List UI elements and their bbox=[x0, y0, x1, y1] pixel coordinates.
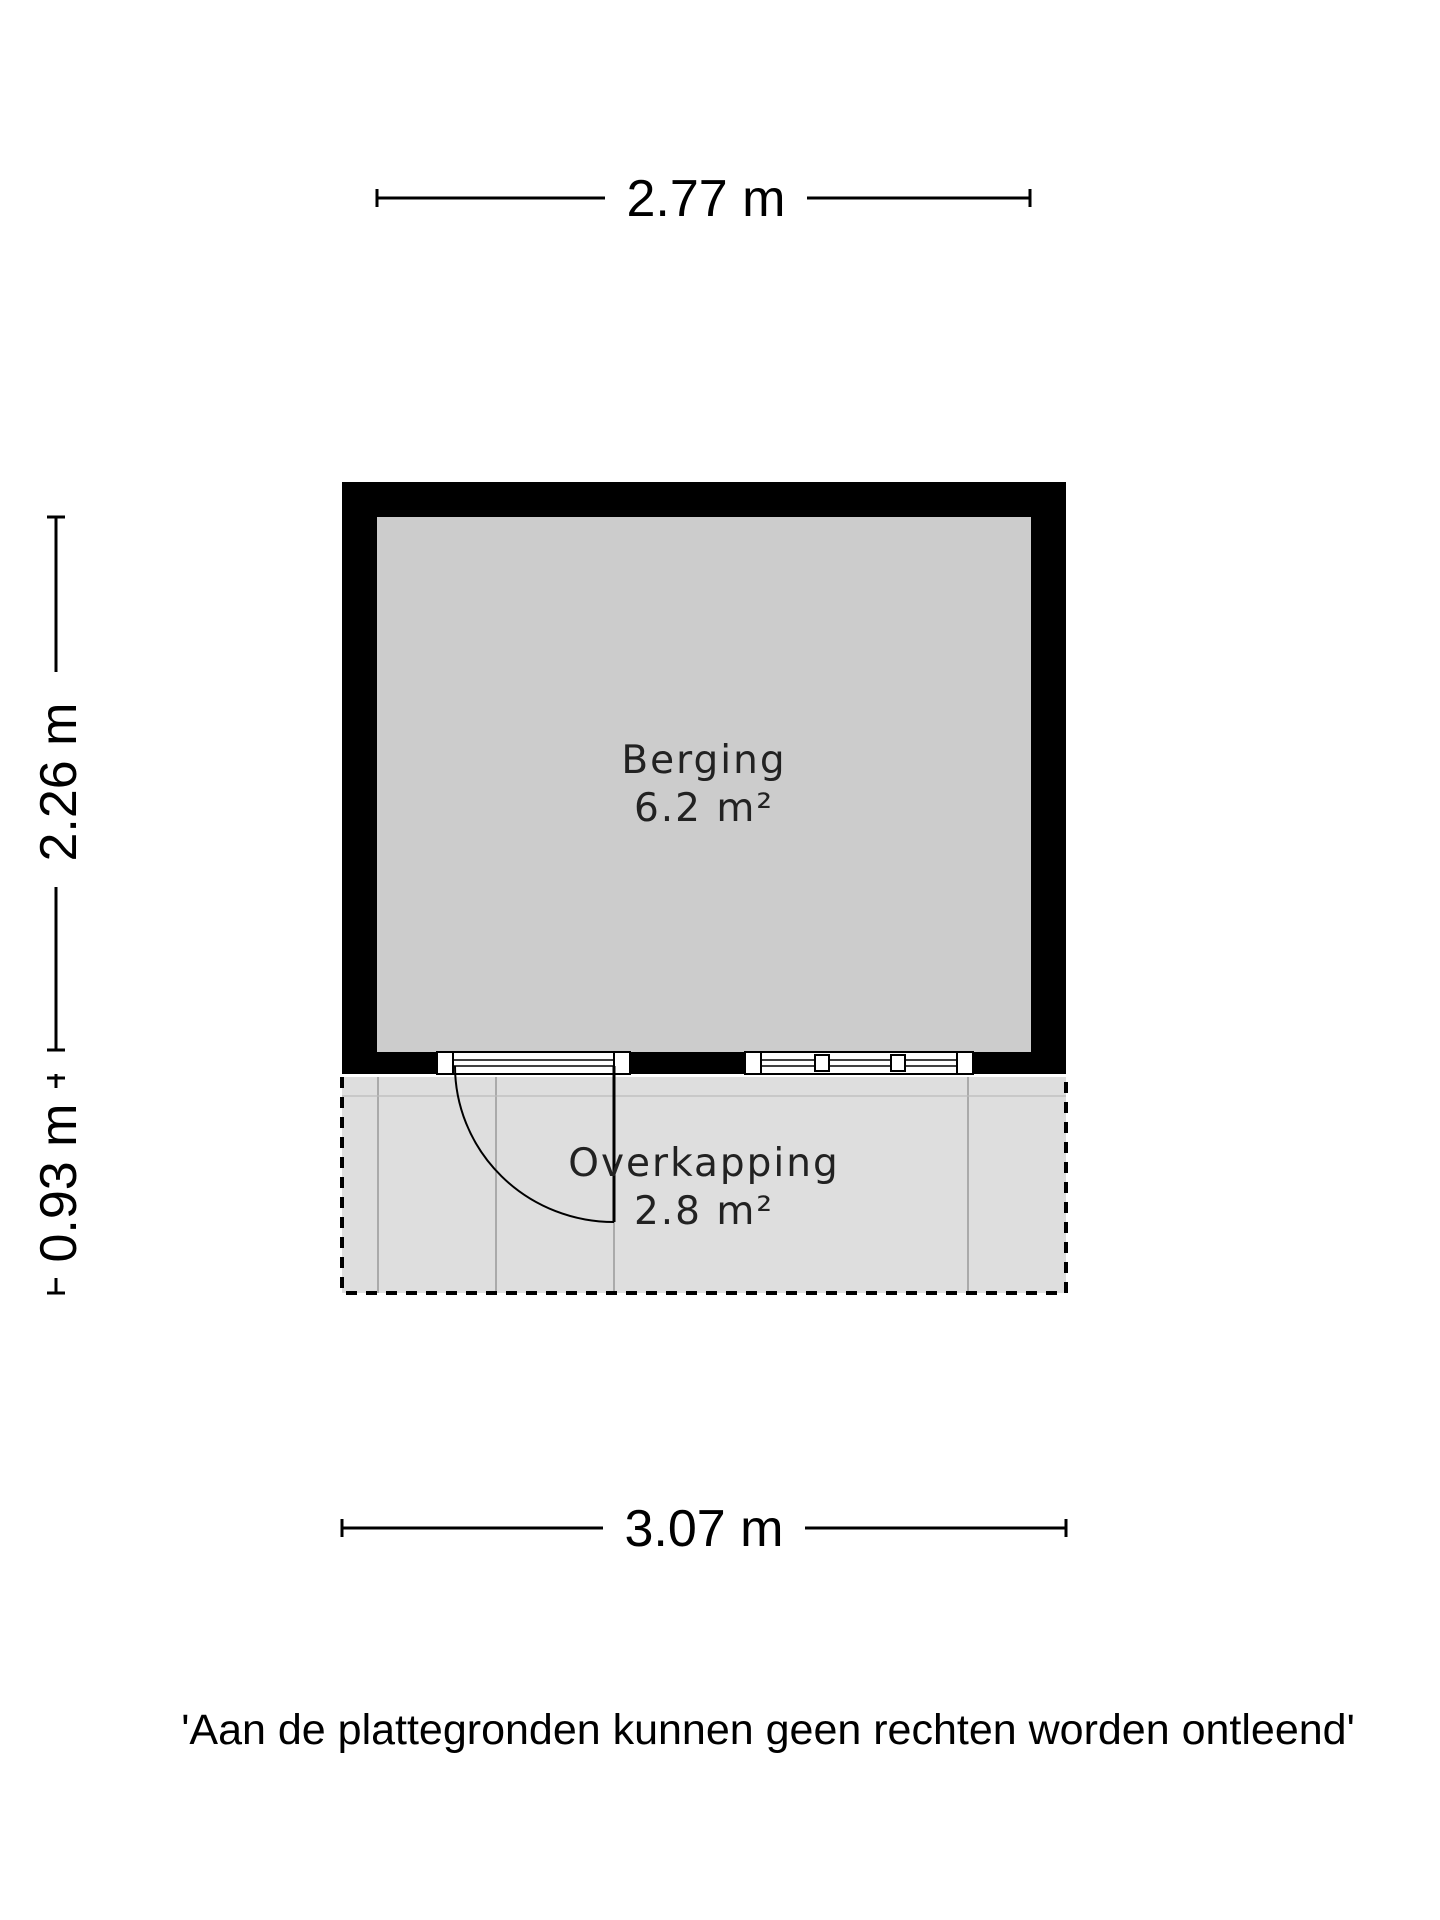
berging-room-name: Berging bbox=[621, 738, 786, 783]
dimension-left-lower-label: 0.93 m bbox=[30, 1104, 88, 1263]
disclaimer: 'Aan de plattegronden kunnen geen rechte… bbox=[181, 1706, 1355, 1754]
berging-room-area: 6.2 m² bbox=[634, 786, 774, 831]
overkapping-room-area: 2.8 m² bbox=[634, 1189, 774, 1234]
dimension-left-upper: 2.26 m bbox=[30, 515, 88, 1052]
overkapping-room-name: Overkapping bbox=[568, 1141, 839, 1186]
berging-wall-bottom-left bbox=[342, 1052, 437, 1074]
dimension-left-upper-label: 2.26 m bbox=[30, 703, 88, 862]
berging-floor bbox=[377, 517, 1031, 1057]
berging-wall-bottom-middle bbox=[630, 1052, 745, 1074]
berging-wall-bottom-right bbox=[973, 1052, 1066, 1074]
overkapping-outline bbox=[340, 1077, 1068, 1295]
dimension-top-width-label: 2.77 m bbox=[627, 170, 786, 228]
door-frame bbox=[436, 1051, 631, 1075]
dimension-left-lower: 0.93 m bbox=[30, 1074, 88, 1295]
dimension-bottom-width-label: 3.07 m bbox=[625, 1500, 784, 1558]
dimension-bottom-width: 3.07 m bbox=[340, 1500, 1068, 1558]
dimension-top-width: 2.77 m bbox=[375, 170, 1032, 228]
door-swing bbox=[454, 1065, 616, 1223]
window bbox=[744, 1051, 974, 1075]
